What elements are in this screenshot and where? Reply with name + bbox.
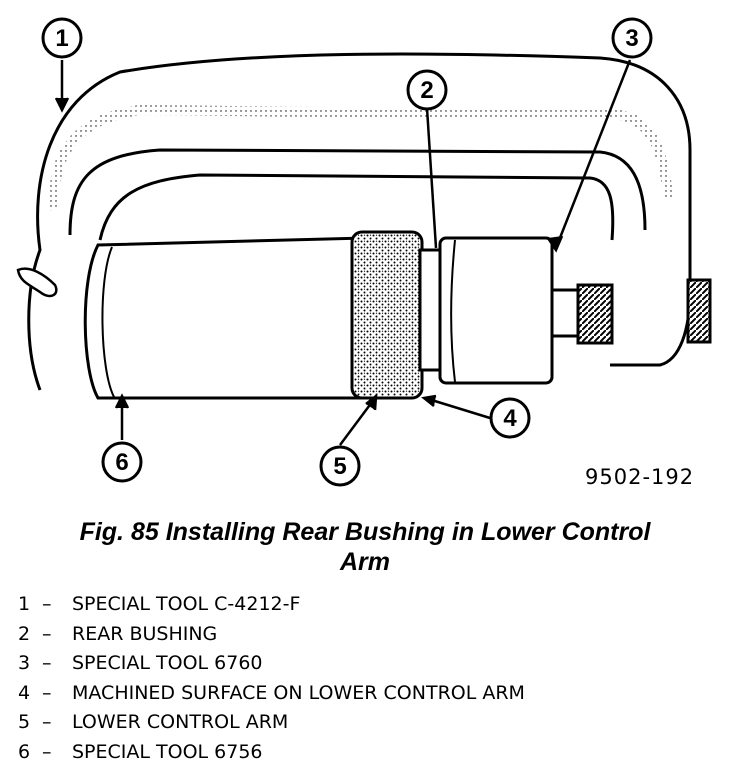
cylinder-tool-6756	[83, 236, 367, 400]
legend-item: 1–SPECIAL TOOL C-4212-F	[18, 590, 525, 620]
svg-text:5: 5	[333, 453, 346, 480]
svg-text:3: 3	[625, 25, 638, 52]
legend-list: 1–SPECIAL TOOL C-4212-F 2–REAR BUSHING 3…	[18, 590, 525, 767]
legend-number: 5	[18, 711, 31, 733]
legend-dash: –	[42, 740, 52, 763]
callout-3: 3	[611, 17, 653, 59]
svg-text:4: 4	[503, 405, 517, 432]
legend-text: SPECIAL TOOL 6760	[72, 652, 263, 674]
installation-illustration: 1 2 3 4 5 6	[16, 17, 712, 487]
legend-number: 4	[18, 681, 31, 704]
legend-number: 3	[18, 652, 31, 674]
receiver-tool-6760	[438, 236, 554, 385]
callout-5: 5	[319, 445, 361, 487]
legend-text: SPECIAL TOOL C-4212-F	[72, 593, 301, 615]
legend-dash: –	[42, 622, 52, 645]
legend-dash: –	[42, 593, 52, 615]
legend-number: 6	[18, 740, 31, 763]
legend-text: MACHINED SURFACE ON LOWER CONTROL ARM	[72, 681, 525, 704]
legend-dash: –	[42, 652, 52, 674]
callout-4: 4	[489, 397, 531, 439]
handle-loop	[16, 267, 58, 298]
legend-item: 3–SPECIAL TOOL 6760	[18, 649, 525, 679]
legend-dash: –	[42, 681, 52, 704]
svg-text:2: 2	[420, 77, 433, 104]
lower-control-arm	[350, 230, 424, 400]
svg-text:6: 6	[115, 449, 128, 476]
caption-line-1: Fig. 85 Installing Rear Bushing in Lower…	[79, 518, 651, 546]
callout-6: 6	[101, 441, 143, 483]
callout-2: 2	[406, 69, 448, 111]
figure-caption: Fig. 85 Installing Rear Bushing in Lower…	[0, 517, 730, 577]
callout-1: 1	[41, 17, 83, 59]
legend-number: 1	[18, 593, 31, 615]
caption-line-2: Arm	[339, 548, 390, 576]
legend-dash: –	[42, 711, 52, 733]
figure-reference-id: 9502-192	[585, 465, 695, 489]
legend-number: 2	[18, 622, 31, 645]
legend-item: 5–LOWER CONTROL ARM	[18, 708, 525, 738]
legend-item: 4–MACHINED SURFACE ON LOWER CONTROL ARM	[18, 679, 525, 709]
legend-item: 6–SPECIAL TOOL 6756	[18, 738, 525, 768]
legend-text: LOWER CONTROL ARM	[72, 711, 289, 733]
forcing-screw	[550, 278, 712, 345]
legend-text: REAR BUSHING	[72, 622, 218, 645]
legend-item: 2–REAR BUSHING	[18, 620, 525, 650]
leader-lines	[54, 59, 632, 446]
legend-text: SPECIAL TOOL 6756	[72, 740, 263, 763]
svg-text:1: 1	[55, 25, 68, 52]
